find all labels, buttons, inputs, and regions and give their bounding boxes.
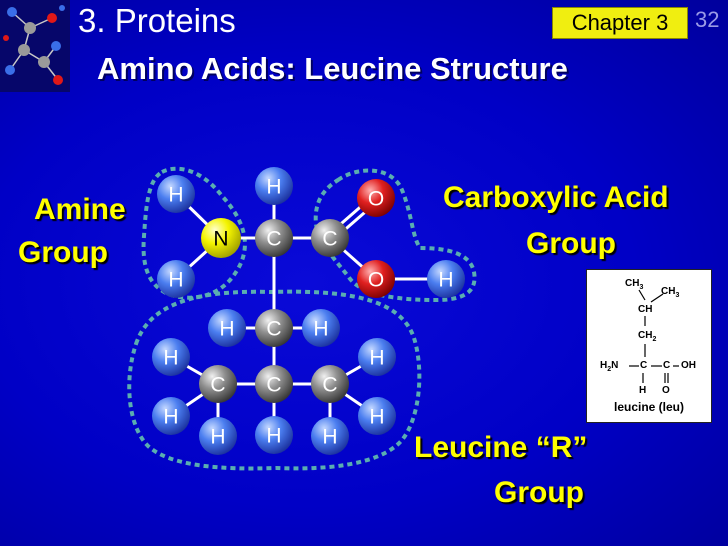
atom-sphere-H4 xyxy=(427,260,465,298)
atom-sphere-Cd2 xyxy=(311,365,349,403)
atom-Hd1a: H xyxy=(152,338,190,376)
atom-H1: H xyxy=(157,175,195,213)
atom-sphere-O1 xyxy=(357,179,395,217)
atom-symbol-O1: O xyxy=(368,188,384,211)
atom-Cg: C xyxy=(255,365,293,403)
atom-H3: H xyxy=(255,167,293,205)
o-label: O xyxy=(662,385,670,396)
atom-sphere-Cb xyxy=(255,309,293,347)
atom-Hd1b: H xyxy=(152,397,190,435)
atom-symbol-Hd2a: H xyxy=(369,347,384,370)
atom-sphere-H3 xyxy=(255,167,293,205)
atom-symbol-Cc: C xyxy=(322,228,337,251)
atom-sphere-Cd1 xyxy=(199,365,237,403)
atom-sphere-Hd1a xyxy=(152,338,190,376)
molecule-thumbnail-icon xyxy=(0,0,70,92)
atom-symbol-Cd2: C xyxy=(322,374,337,397)
atom-sphere-Hd1b xyxy=(152,397,190,435)
ch3-label-b: CH3 xyxy=(661,286,680,300)
atom-symbol-Hd2b: H xyxy=(369,406,384,429)
atom-Hb1: H xyxy=(208,309,246,347)
atom-symbol-O2: O xyxy=(368,269,384,292)
carboxylic-acid-group-label: Carboxylic Acid xyxy=(443,181,669,214)
atom-symbol-Hd2c: H xyxy=(322,426,337,449)
atom-H4: H xyxy=(427,260,465,298)
atom-sphere-Ca xyxy=(255,219,293,257)
atom-symbol-H3: H xyxy=(266,176,281,199)
oh-label: OH xyxy=(681,360,696,371)
r-group-outline xyxy=(127,289,422,471)
atom-Hd1c: H xyxy=(199,417,237,455)
atom-symbol-Hb2: H xyxy=(313,318,328,341)
atom-Hd2a: H xyxy=(358,338,396,376)
atom-sphere-Cc xyxy=(311,219,349,257)
atom-Hd2b: H xyxy=(358,397,396,435)
atom-Cd2: C xyxy=(311,365,349,403)
atom-Ca: C xyxy=(255,219,293,257)
atom-symbol-Hd1c: H xyxy=(210,426,225,449)
leucine-structure-card: CH3 CH3 CH CH2 H2N C C OH H O leucine (l… xyxy=(586,269,712,423)
atom-symbol-Hd1b: H xyxy=(163,406,178,429)
atom-sphere-Hb2 xyxy=(302,309,340,347)
atom-O2: O xyxy=(357,260,395,298)
atom-symbol-Hg: H xyxy=(266,425,281,448)
atom-sphere-N xyxy=(201,218,241,258)
atom-H2: H xyxy=(157,260,195,298)
atom-symbol-Cb: C xyxy=(266,318,281,341)
atom-Cd1: C xyxy=(199,365,237,403)
atom-sphere-Hd2c xyxy=(311,417,349,455)
atom-Hd2c: H xyxy=(311,417,349,455)
ch3-label-a: CH3 xyxy=(625,278,644,292)
section-heading: 3. Proteins xyxy=(78,2,236,39)
page-number: 32 xyxy=(695,7,720,32)
atom-O1: O xyxy=(357,179,395,217)
chapter-badge: Chapter 3 xyxy=(552,7,688,39)
atom-sphere-H1 xyxy=(157,175,195,213)
atom-N: N xyxy=(201,218,241,258)
atom-symbol-Cd1: C xyxy=(210,374,225,397)
atom-symbol-Hd1a: H xyxy=(163,347,178,370)
atom-symbol-Ca: C xyxy=(266,228,281,251)
leucine-name-label: leucine (leu) xyxy=(613,400,684,414)
atom-Hg: H xyxy=(255,416,293,454)
atom-sphere-H2 xyxy=(157,260,195,298)
atom-sphere-Hb1 xyxy=(208,309,246,347)
atom-symbol-Cg: C xyxy=(266,374,281,397)
atom-symbol-N: N xyxy=(213,228,228,251)
atom-symbol-H1: H xyxy=(168,184,183,207)
h-label: H xyxy=(639,385,647,396)
atom-sphere-O2 xyxy=(357,260,395,298)
amine-group-label-line2: Group xyxy=(18,236,108,269)
ch-label: CH xyxy=(638,304,653,315)
slide-title: Amino Acids: Leucine Structure xyxy=(97,51,568,86)
atom-sphere-Hd2a xyxy=(358,338,396,376)
structure-bond-lines xyxy=(629,289,679,383)
atom-symbol-Hb1: H xyxy=(219,318,234,341)
atom-symbol-H4: H xyxy=(438,269,453,292)
atom-symbol-H2: H xyxy=(168,269,183,292)
atom-Cc: C xyxy=(311,219,349,257)
amine-group-label: Amine xyxy=(34,193,126,226)
leucine-r-group-label-line2: Group xyxy=(494,476,584,509)
atom-sphere-Cg xyxy=(255,365,293,403)
atom-sphere-Hg xyxy=(255,416,293,454)
carboxyl-carbon-label: C xyxy=(663,360,671,371)
carboxylic-acid-group-label-line2: Group xyxy=(526,227,616,260)
h2n-label: H2N xyxy=(600,360,619,374)
leucine-r-group-label: Leucine “R” xyxy=(414,431,588,464)
atom-Hb2: H xyxy=(302,309,340,347)
ch2-label: CH2 xyxy=(638,330,657,344)
alpha-carbon-label: C xyxy=(640,360,648,371)
atom-sphere-Hd1c xyxy=(199,417,237,455)
atom-Cb: C xyxy=(255,309,293,347)
atom-sphere-Hd2b xyxy=(358,397,396,435)
